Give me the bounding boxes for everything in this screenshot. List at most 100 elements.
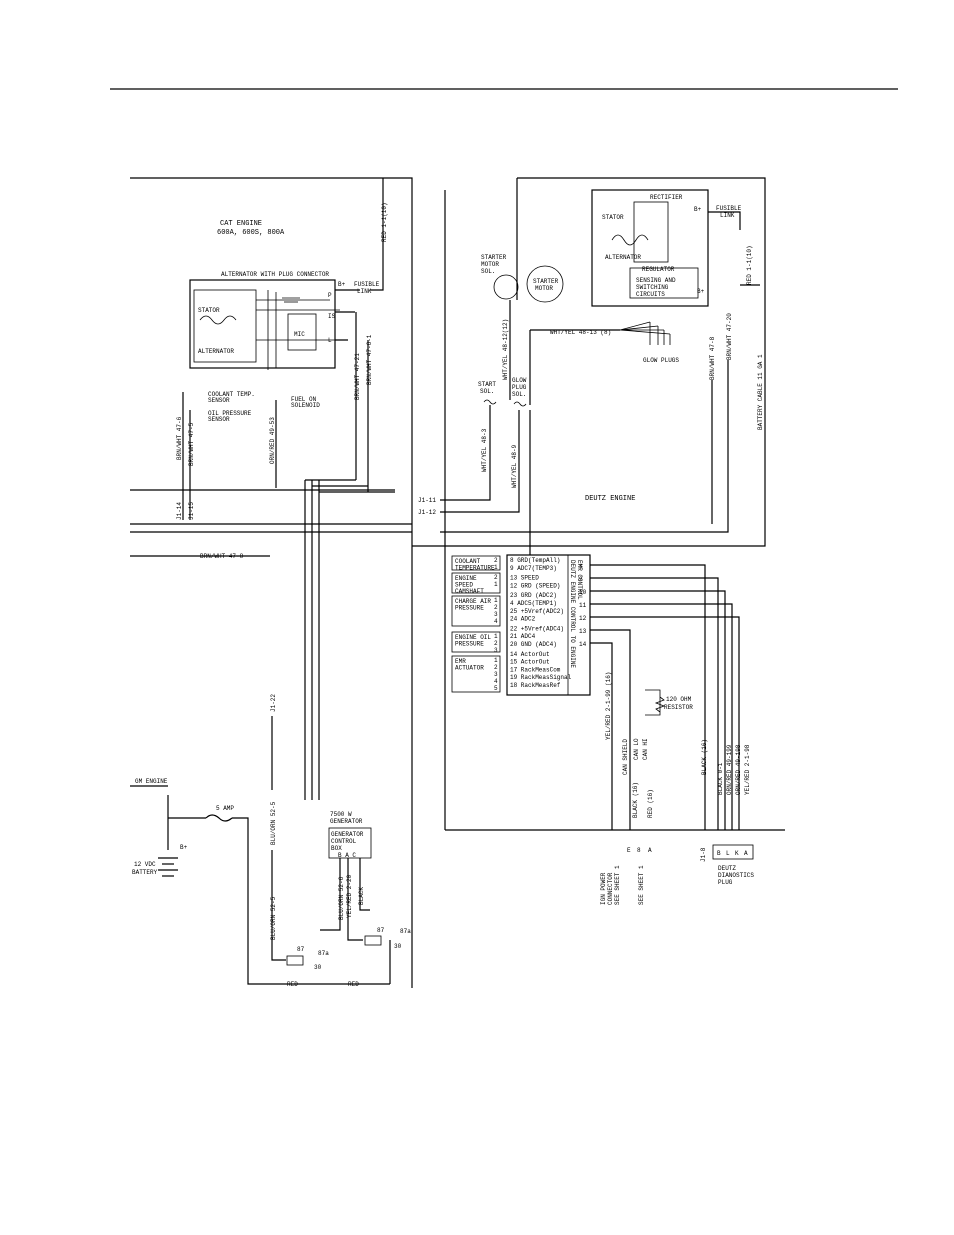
sensor-pin-5-2: 2 xyxy=(494,664,498,671)
sensor-label-3-2: PRESSURE xyxy=(455,605,484,612)
cat-engine-models: 600A, 600S, 800A xyxy=(217,229,285,237)
red-label-2: RED xyxy=(348,981,359,988)
ecu-pin-13: 15 ActorOut xyxy=(510,659,550,666)
sensing-label-2: SWITCHING xyxy=(636,284,669,291)
bluorn-52-5a-label: BLU/ORN 52-5 xyxy=(270,801,277,845)
sensor-label-3-1: CHARGE AIR xyxy=(455,598,491,605)
battery-label-2: BATTERY xyxy=(132,869,158,876)
coolant-temp-label-1: COOLANT TEMP. xyxy=(208,391,255,398)
j1-14-label: J1-14 xyxy=(176,502,183,520)
gcb-label-2: CONTROL xyxy=(331,838,357,845)
ecu-pin-4: 12 GRD (SPEED) xyxy=(510,582,560,589)
sensor-pin-3-1: 1 xyxy=(494,597,498,604)
deutz-stator-label: STATOR xyxy=(602,214,624,221)
cat-alternator-label: ALTERNATOR xyxy=(198,348,234,355)
red-label-1: RED xyxy=(287,981,298,988)
out-pin-1: 1 xyxy=(579,563,583,570)
black-16b-label: BLACK (16) xyxy=(701,739,708,775)
deutz-bplus-b: B+ xyxy=(697,288,705,295)
starter-sol-label-2: MOTOR xyxy=(481,261,499,268)
starter-sol-label-3: SOL. xyxy=(481,268,495,275)
diag-pin-K: K xyxy=(735,850,739,857)
sensor-label-2-2: SPEED xyxy=(455,582,473,589)
sensor-box-4 xyxy=(451,631,501,653)
cat-engine-section: CAT ENGINE 600A, 600S, 800A RED 1-1(10) … xyxy=(130,177,413,988)
oil-pressure-label-1: OIL PRESSURE xyxy=(208,410,252,417)
ohm-label-1: 120 OHM xyxy=(666,696,692,703)
ign-power-label-2: CONNECTOR xyxy=(607,872,614,905)
sensor-label-1-1: COOLANT xyxy=(455,558,481,565)
sensor-label-5-1: EMR xyxy=(455,658,466,665)
relay1-30: 30 xyxy=(314,964,322,971)
orn-49-53-label: ORN/RED 49-53 xyxy=(269,417,276,464)
out-pin-12: 12 xyxy=(579,615,587,622)
out-pin-11: 11 xyxy=(579,602,587,609)
glow-sol-label-1: GLOW xyxy=(512,377,527,384)
cat-stator-label: STATOR xyxy=(198,307,220,314)
ecu-pin-12: 14 ActorOut xyxy=(510,651,550,658)
brnwht-47-5-label: BRN/WHT 47-5 xyxy=(188,422,195,466)
deutz-bplus-a: B+ xyxy=(694,206,702,213)
gm-engine-label: GM ENGINE xyxy=(135,778,168,785)
brnwht-47-6-1-label: BRN/WHT 47-6-1 xyxy=(366,334,373,385)
alternator-box-title: ALTERNATOR WITH PLUG CONNECTOR xyxy=(221,271,329,278)
cat-bplus-label: B+ xyxy=(338,281,346,288)
red-16-label: RED (16) xyxy=(647,789,654,818)
ecu-pin-1: 8 GRD(TempAll) xyxy=(510,557,560,564)
ecu-pin-9: 22 +5Vref(ADC4) xyxy=(510,625,564,632)
diag-label-2: DIANOSTICS xyxy=(718,872,754,879)
bplus-battery-label: B+ xyxy=(180,844,188,851)
brnwht-47-21-label: BRN/WHT 47-21 xyxy=(354,353,361,400)
j1-12-label: J1-12 xyxy=(418,509,436,516)
starter-sol-label-1: STARTER xyxy=(481,254,507,261)
ecu-pin-11: 20 GND (ADC4) xyxy=(510,641,557,648)
sensor-box-1 xyxy=(451,555,501,571)
diag-label-1: DEUTZ xyxy=(718,865,736,872)
coolant-temp-label-2: SENSOR xyxy=(208,397,230,404)
start-sol-label-2: SOL. xyxy=(480,388,494,395)
deutz-alternator-box xyxy=(591,189,709,307)
sensor-label-1-2: TEMPERATURE xyxy=(455,565,495,572)
ecu-pin-3: 13 SPEED xyxy=(510,575,539,582)
regulator-label: REGULATOR xyxy=(642,266,675,273)
glow-sol-label-3: SOL. xyxy=(512,391,526,398)
sensor-label-5-2: ACTUATOR xyxy=(455,665,484,672)
black-0-1-label: BLACK 0-1 xyxy=(717,762,724,795)
starter-motor-label-1: STARTER xyxy=(533,278,559,285)
ecu-pin-5: 23 GRD (ADC2) xyxy=(510,592,557,599)
term-p-label: P xyxy=(328,292,332,299)
diag-pin-A: A xyxy=(744,850,748,857)
brnwht-47-6-label: BRN/WHT 47-6 xyxy=(176,416,183,460)
see-sheet-label: SEE SHEET 1 xyxy=(638,865,645,905)
relay-2 xyxy=(364,935,382,946)
sensor-pin-2-1: 2 xyxy=(494,574,498,581)
sensor-pin-1-2: 1 xyxy=(494,564,498,571)
diag-pin-L: L xyxy=(726,850,730,857)
term-l-label: L xyxy=(328,337,332,344)
out-pin-14: 14 xyxy=(579,641,587,648)
sensor-pin-2-2: 1 xyxy=(494,581,498,588)
yelred-2-1-98-label: YEL/RED 2-1-98 xyxy=(744,744,751,795)
relay1-87: 87 xyxy=(297,946,305,953)
bluorn-52-5b-label: BLU/ORN 52-5 xyxy=(270,896,277,940)
yelred-2-20-label: YEL/RED 2-20 xyxy=(346,874,353,918)
sensor-pin-3-3: 3 xyxy=(494,611,498,618)
red-wire-label: RED 1-1(10) xyxy=(381,202,388,242)
wht-48-3-label: WHT/YEL 48-3 xyxy=(481,428,488,472)
glow-plugs-label: GLOW PLUGS xyxy=(643,357,679,364)
out-pin-13: 13 xyxy=(579,628,587,635)
pin-e: E xyxy=(627,847,631,854)
sensor-box-3 xyxy=(451,595,501,627)
relay2-87a: 87a xyxy=(400,928,411,935)
ign-power-label-3: SEE SHEET 1 xyxy=(614,865,621,905)
deutz-link-label: LINK xyxy=(720,212,735,219)
sensor-pin-5-5: 5 xyxy=(494,685,498,692)
sensor-box-2 xyxy=(451,572,501,594)
glow-sol-label-2: PLUG xyxy=(512,384,527,391)
sensor-pin-4-3: 3 xyxy=(494,647,498,654)
start-sol-label-1: START xyxy=(478,381,496,388)
wht-48-12-label: WHT/YEL 48-12(12) xyxy=(502,319,509,380)
brnwht-47-8-label: BRN/WHT 47-8 xyxy=(200,553,244,560)
cat-fusible-label: FUSIBLE xyxy=(354,281,380,288)
